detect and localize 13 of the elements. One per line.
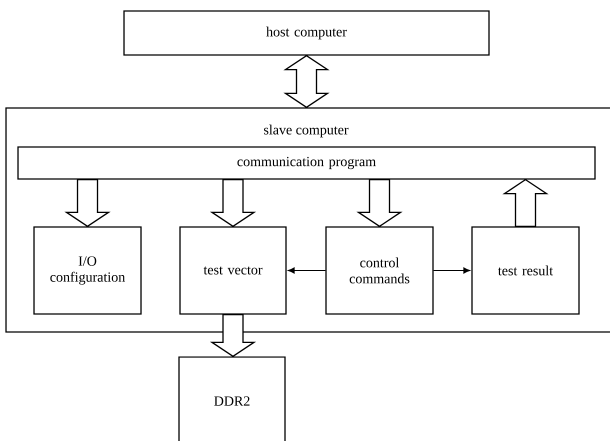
block-arrow: [64, 179, 111, 228]
process-box: DDR2: [178, 356, 286, 441]
process-box: control commands: [325, 226, 434, 315]
process-box: test result: [471, 226, 580, 315]
process-box: I/O configuration: [33, 226, 142, 315]
block-arrow: [210, 179, 256, 228]
process-bar: communication program: [17, 146, 596, 180]
block-arrow: [210, 314, 256, 358]
arrow: [288, 267, 326, 274]
process-box: test vector: [179, 226, 287, 315]
process-box: host computer: [123, 10, 490, 56]
arrow: [433, 267, 470, 274]
block-arrow: [356, 179, 403, 228]
